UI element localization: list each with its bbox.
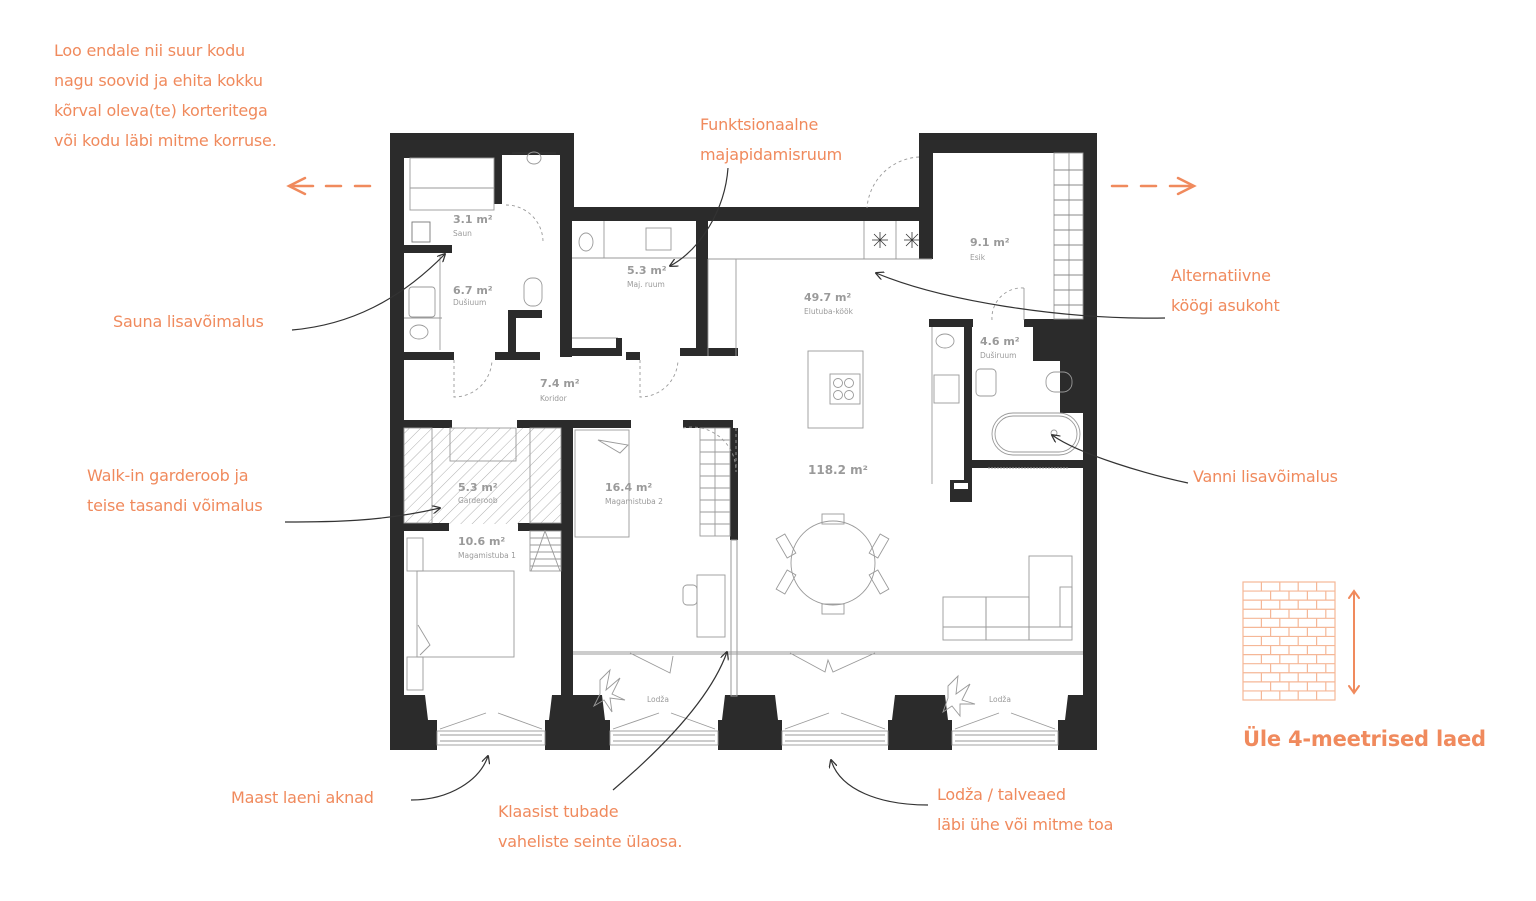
lodza2-name: Lodža	[989, 695, 1011, 704]
maj-name: Maj. ruum	[627, 280, 665, 289]
living-name: Elutuba-köök	[804, 307, 854, 316]
dush1-area: 6.7 m²	[453, 284, 493, 297]
glass-partition	[730, 539, 738, 697]
dashed-arrow-left-icon	[286, 176, 372, 196]
bath-line: Vanni lisavõimalus	[1193, 467, 1338, 486]
kitchen-alt-line: köögi asukoht	[1171, 296, 1280, 315]
fixtures	[403, 151, 1084, 746]
dush2-area: 4.6 m²	[980, 335, 1020, 348]
brick-wall-icon	[1242, 581, 1336, 701]
intro-annotation: Loo endale nii suur kodu nagu soovid ja …	[54, 36, 277, 156]
glass-annotation: Klaasist tubade vaheliste seinte ülaosa.	[498, 797, 682, 857]
dush2-name: Duširuum	[980, 351, 1016, 360]
leader-lines	[284, 167, 1189, 806]
walkin-line: Walk-in garderoob ja	[87, 466, 249, 485]
intro-line: nagu soovid ja ehita kokku	[54, 71, 263, 90]
sauna-leader	[291, 254, 445, 331]
windows-leader	[410, 756, 488, 801]
loggia-annotation: Lodža / talveaed läbi ühe või mitme toa	[937, 780, 1113, 840]
utility-leader	[670, 167, 729, 266]
bath-leader	[1052, 435, 1189, 484]
walkin-leader	[284, 508, 440, 523]
utility-line: majapidamisruum	[700, 145, 843, 164]
esik-area: 9.1 m²	[970, 236, 1010, 249]
loggia-line: Lodža / talveaed	[937, 785, 1066, 804]
double-arrow-vertical-icon	[1348, 589, 1360, 695]
total-area: 118.2 m²	[808, 463, 868, 477]
garderoob-area: 5.3 m²	[458, 481, 498, 494]
sauna-annotation: Sauna lisavõimalus	[113, 307, 264, 337]
ceiling-line: Üle 4-meetrised laed	[1243, 727, 1486, 751]
kitchen-alt-leader	[876, 273, 1166, 319]
mag2-area: 16.4 m²	[605, 481, 652, 494]
loggia-line: läbi ühe või mitme toa	[937, 815, 1114, 834]
utility-annotation: Funktsionaalne majapidamisruum	[700, 110, 842, 170]
sauna-line: Sauna lisavõimalus	[113, 312, 264, 331]
saun-area: 3.1 m²	[453, 213, 493, 226]
saun-name: Saun	[453, 229, 472, 238]
loggia-leader	[831, 760, 929, 806]
bath-annotation: Vanni lisavõimalus	[1193, 462, 1338, 492]
garderoob-name: Garderoob	[458, 496, 498, 505]
walkin-annotation: Walk-in garderoob ja teise tasandi võima…	[87, 461, 263, 521]
esik-name: Esik	[970, 253, 986, 262]
dush1-name: Dušiuum	[453, 298, 486, 307]
intro-line: kõrval oleva(te) korteritega	[54, 101, 268, 120]
dashed-arrow-right-icon	[1110, 176, 1197, 196]
intro-line: või kodu läbi mitme korruse.	[54, 131, 277, 150]
utility-line: Funktsionaalne	[700, 115, 819, 134]
room-labels: 3.1 m² Saun 6.7 m² Dušiuum 5.3 m² Maj. r…	[453, 213, 1020, 704]
glass-line: vaheliste seinte ülaosa.	[498, 832, 683, 851]
lodza1-name: Lodža	[647, 695, 669, 704]
kitchen-alt-annotation: Alternatiivne köögi asukoht	[1171, 261, 1280, 321]
glass-leader	[612, 652, 727, 791]
windows-annotation: Maast laeni aknad	[231, 783, 374, 813]
walkin-line: teise tasandi võimalus	[87, 496, 263, 515]
mag2-name: Magamistuba 2	[605, 497, 663, 506]
mag1-area: 10.6 m²	[458, 535, 505, 548]
kitchen-alt-line: Alternatiivne	[1171, 266, 1271, 285]
intro-line: Loo endale nii suur kodu	[54, 41, 245, 60]
mag1-name: Magamistuba 1	[458, 551, 516, 560]
koridor-area: 7.4 m²	[540, 377, 580, 390]
walls	[390, 133, 1097, 750]
windows-line: Maast laeni aknad	[231, 788, 374, 807]
wardrobe-hatch	[404, 428, 561, 524]
koridor-name: Koridor	[540, 394, 568, 403]
glass-line: Klaasist tubade	[498, 802, 619, 821]
living-area: 49.7 m²	[804, 291, 851, 304]
maj-area: 5.3 m²	[627, 264, 667, 277]
ceiling-annotation: Üle 4-meetrised laed	[1243, 724, 1486, 754]
